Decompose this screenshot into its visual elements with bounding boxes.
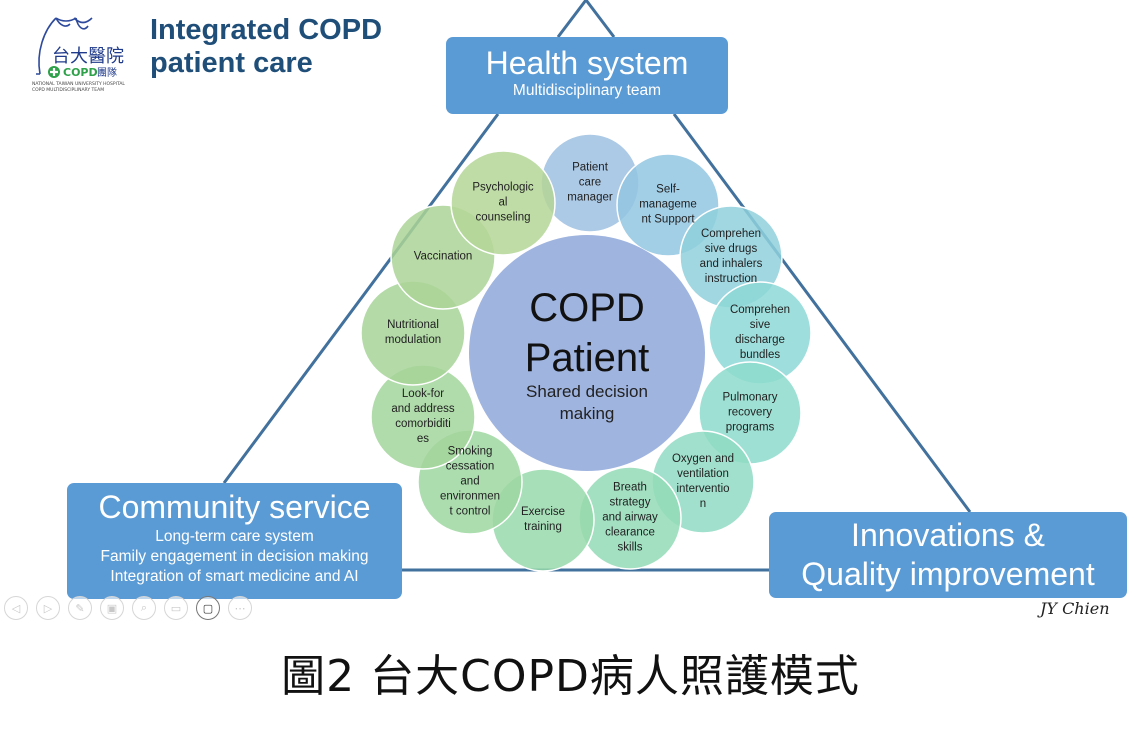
innovations-title-2: Quality improvement bbox=[801, 556, 1095, 592]
more-options-icon[interactable]: ⋯ bbox=[228, 596, 252, 620]
service-label: Exercise training bbox=[520, 506, 566, 533]
svg-text:NATIONAL TAIWAN UNIVERSITY HOS: NATIONAL TAIWAN UNIVERSITY HOSPITAL bbox=[32, 81, 125, 87]
service-label: Pulmonary recovery programs bbox=[722, 391, 778, 434]
page-title: Integrated COPD patient care bbox=[150, 14, 382, 80]
next-slide-icon[interactable]: ▷ bbox=[36, 596, 60, 620]
community-line-3: Integration of smart medicine and AI bbox=[110, 568, 359, 585]
service-label: Vaccination bbox=[413, 250, 473, 263]
service-label: Psychologic al counseling bbox=[472, 181, 534, 224]
service-label: Nutritional modulation bbox=[384, 319, 442, 346]
service-label: Look-for and address comorbiditi es bbox=[391, 388, 455, 445]
community-line-2: Family engagement in decision making bbox=[100, 548, 369, 565]
svg-text:團隊: 團隊 bbox=[97, 66, 117, 79]
subtitles-icon[interactable]: ▭ bbox=[164, 596, 188, 620]
health-system-box: Health system Multidisciplinary team bbox=[446, 37, 728, 114]
center-circle bbox=[469, 235, 705, 471]
svg-text:台大醫院: 台大醫院 bbox=[52, 46, 124, 67]
slideshow-toolbar: ◁ ▷ ✎ ▣ ⌕ ▭ ▢ ⋯ bbox=[4, 596, 252, 620]
figure-caption: 圖2 台大COPD病人照護模式 bbox=[281, 651, 860, 702]
health-system-title: Health system bbox=[485, 45, 689, 81]
title-line-2: patient care bbox=[150, 47, 313, 79]
ntuh-copd-logo: 台大醫院 COPD 團隊 NATIONAL TAIWAN UNIVERSITY … bbox=[30, 12, 148, 94]
service-label: Smoking cessation and environmen t contr… bbox=[439, 445, 501, 518]
camera-icon[interactable]: ▢ bbox=[196, 596, 220, 620]
community-service-title: Community service bbox=[98, 489, 371, 525]
center-subtitle: Shared decision making bbox=[526, 382, 648, 423]
author-signature: JY Chien bbox=[1040, 599, 1110, 618]
service-label: Self- manageme nt Support bbox=[639, 183, 697, 226]
service-label: Breath strategy and airway clearance ski… bbox=[602, 481, 658, 554]
innovations-title-1: Innovations & bbox=[851, 517, 1045, 553]
svg-text:COPD MULTIDISCIPLINARY TEAM: COPD MULTIDISCIPLINARY TEAM bbox=[32, 87, 104, 93]
pen-icon[interactable]: ✎ bbox=[68, 596, 92, 620]
previous-slide-icon[interactable]: ◁ bbox=[4, 596, 28, 620]
service-label: Oxygen and ventilation interventio n bbox=[671, 453, 735, 510]
community-line-1: Long-term care system bbox=[155, 528, 314, 545]
service-label: Patient care manager bbox=[567, 161, 613, 204]
innovations-box: Innovations & Quality improvement bbox=[769, 512, 1127, 598]
triangle-frame bbox=[222, 0, 972, 572]
community-service-box: Community service Long-term care system … bbox=[67, 483, 402, 599]
health-system-subtitle: Multidisciplinary team bbox=[512, 82, 662, 99]
zoom-icon[interactable]: ⌕ bbox=[132, 596, 156, 620]
service-circle bbox=[450, 150, 556, 256]
service-circles bbox=[360, 133, 812, 572]
title-line-1: Integrated COPD bbox=[150, 14, 383, 46]
service-label: Comprehen sive drugs and inhalers instru… bbox=[699, 228, 763, 285]
center-title: COPD Patient bbox=[524, 286, 650, 380]
svg-text:COPD: COPD bbox=[63, 66, 98, 79]
see-all-slides-icon[interactable]: ▣ bbox=[100, 596, 124, 620]
service-label: Comprehen sive discharge bundles bbox=[729, 304, 791, 361]
